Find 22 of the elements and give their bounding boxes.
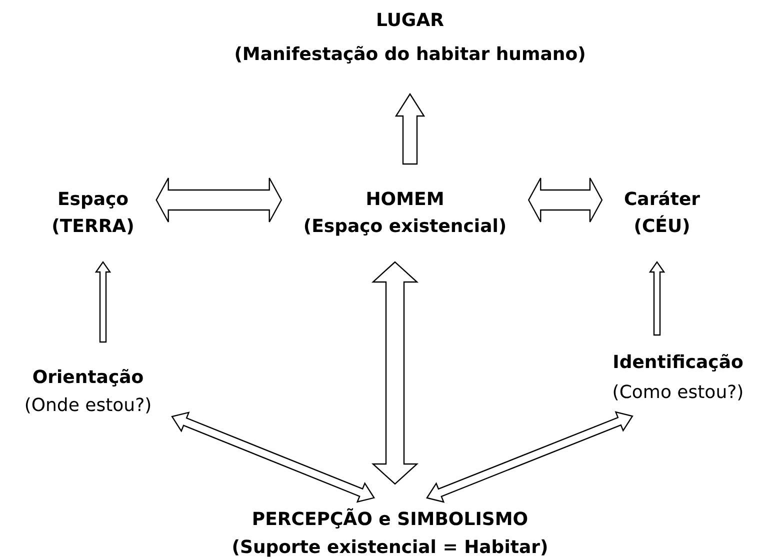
double-arrow (528, 177, 603, 223)
concept-subtitle: (Suporte existencial = Habitar) (232, 536, 548, 559)
concept-subtitle: (Manifestação do habitar humano) (234, 43, 586, 67)
concept-title: PERCEPÇÃO e SIMBOLISMO (252, 507, 528, 532)
double-arrow (371, 261, 419, 485)
concept-title: Espaço (57, 188, 129, 212)
concept-subtitle: (Onde estou?) (24, 394, 152, 418)
concept-title: LUGAR (376, 9, 444, 33)
block-arrow (94, 260, 112, 343)
concept-title: HOMEM (366, 188, 444, 212)
concept-subtitle: (CÉU) (634, 214, 690, 239)
block-arrow (648, 260, 666, 336)
double-arrow (171, 412, 376, 503)
concept-subtitle: (TERRA) (52, 215, 134, 239)
double-arrow (426, 411, 634, 503)
concept-title: Caráter (624, 188, 700, 212)
concept-subtitle: (Como estou?) (612, 381, 744, 405)
block-arrow (394, 92, 426, 165)
double-arrow (156, 177, 282, 223)
concept-subtitle: (Espaço existencial) (303, 215, 507, 239)
concept-title: Identificação (612, 351, 744, 375)
concept-title: Orientação (32, 366, 144, 390)
